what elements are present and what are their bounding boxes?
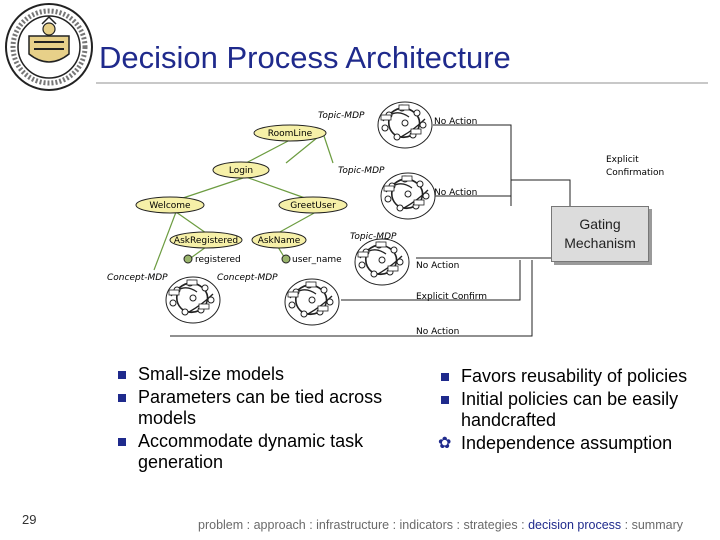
concept-mdp-cluster bbox=[284, 278, 340, 326]
square-bullet-icon bbox=[441, 373, 449, 381]
square-bullet-icon bbox=[441, 396, 449, 404]
node-welcome-label: Welcome bbox=[149, 201, 191, 211]
node-registered-label: registered bbox=[195, 255, 241, 265]
gating-line1: Gating bbox=[579, 216, 621, 232]
confirmation-connector bbox=[511, 179, 571, 206]
gating-line2: Mechanism bbox=[564, 235, 636, 251]
slide-title: Decision Process Architecture bbox=[99, 40, 511, 75]
tree-nodes: RoomLine Login Welcome GreetUser AskRegi… bbox=[135, 124, 348, 265]
gating-connectors bbox=[170, 124, 553, 337]
node-user-name-label: user_name bbox=[292, 255, 342, 265]
topic-mdp-cluster bbox=[380, 172, 436, 220]
footer-link-strategies[interactable]: strategies bbox=[463, 518, 518, 532]
footer-link-problem[interactable]: problem bbox=[198, 518, 244, 532]
node-welcome bbox=[135, 196, 205, 214]
node-greetuser bbox=[278, 196, 348, 214]
footer-link-infrastructure[interactable]: infrastructure bbox=[316, 518, 390, 532]
footer-navigation: problem : approach : infrastructure : in… bbox=[198, 518, 683, 532]
footer-link-approach[interactable]: approach bbox=[253, 518, 306, 532]
bullet-item: Small-size models bbox=[114, 364, 414, 385]
university-seal-logo bbox=[5, 3, 93, 91]
node-login bbox=[212, 161, 270, 179]
right-bullet-list: Favors reusability of policies Initial p… bbox=[437, 366, 717, 456]
title-divider bbox=[96, 82, 708, 84]
node-askname bbox=[251, 231, 307, 249]
bullet-item: Initial policies can be easily handcraft… bbox=[437, 389, 717, 431]
concept-mdp-label: Concept-MDP bbox=[107, 273, 168, 283]
bullet-item: Parameters can be tied across models bbox=[114, 387, 414, 429]
explicit-confirmation-label-line1: Explicit bbox=[606, 155, 639, 165]
node-user-name-dot bbox=[281, 254, 291, 264]
gating-mechanism-box: Gating Mechanism bbox=[551, 206, 649, 262]
topic-mdp-label: Topic-MDP bbox=[318, 111, 365, 121]
node-greetuser-label: GreetUser bbox=[290, 201, 336, 211]
architecture-diagram: RoomLine Login Welcome GreetUser AskRegi… bbox=[107, 101, 664, 337]
node-askregistered-label: AskRegistered bbox=[174, 236, 238, 246]
no-action-label: No Action bbox=[416, 327, 459, 337]
no-action-label: No Action bbox=[416, 261, 459, 271]
footer-link-summary[interactable]: summary bbox=[631, 518, 683, 532]
footer-link-decision-process[interactable]: decision process bbox=[528, 518, 622, 532]
node-roomline-label: RoomLine bbox=[268, 129, 313, 139]
node-askname-label: AskName bbox=[258, 236, 301, 246]
concept-mdp-label: Concept-MDP bbox=[217, 273, 278, 283]
left-bullet-list: Small-size models Parameters can be tied… bbox=[114, 364, 414, 475]
square-bullet-icon bbox=[118, 371, 126, 379]
explicit-confirm-label: Explicit Confirm bbox=[416, 292, 487, 302]
no-action-label: No Action bbox=[434, 117, 477, 127]
topic-mdp-cluster bbox=[354, 238, 410, 286]
node-roomline bbox=[253, 124, 327, 142]
node-askregistered bbox=[169, 231, 243, 249]
explicit-confirmation-label-line2: Confirmation bbox=[606, 168, 664, 178]
node-login-label: Login bbox=[229, 166, 253, 176]
node-registered-dot bbox=[183, 254, 193, 264]
topic-mdp-cluster bbox=[377, 101, 433, 149]
footer-link-indicators[interactable]: indicators bbox=[399, 518, 454, 532]
bullet-item: ✿Independence assumption bbox=[438, 433, 673, 453]
gear-bullet-icon: ✿ bbox=[438, 435, 452, 452]
square-bullet-icon bbox=[118, 394, 126, 402]
concept-mdp-cluster bbox=[165, 276, 221, 324]
no-action-label: No Action bbox=[434, 188, 477, 198]
topic-mdp-label: Topic-MDP bbox=[350, 232, 397, 242]
square-bullet-icon bbox=[118, 438, 126, 446]
topic-mdp-label: Topic-MDP bbox=[338, 166, 385, 176]
bullet-item: Accommodate dynamic task generation bbox=[114, 431, 414, 473]
slide-number: 29 bbox=[22, 512, 37, 527]
bullet-item: Favors reusability of policies bbox=[437, 366, 717, 387]
